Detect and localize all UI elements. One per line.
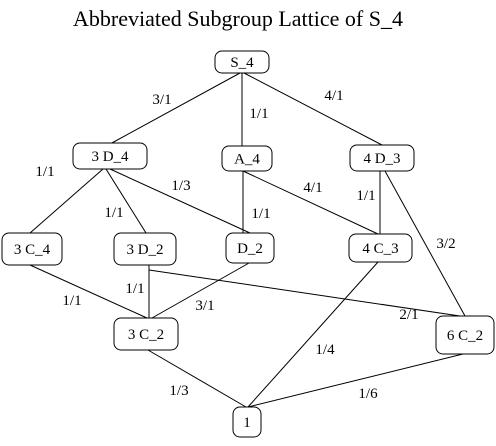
edge-D2a-C2b	[148, 269, 461, 317]
node-label: 3 C_4	[14, 242, 51, 258]
edge-C4-C2a	[29, 264, 148, 319]
node-box	[348, 233, 413, 263]
node-A4: A_4	[221, 145, 273, 172]
node-box	[214, 50, 270, 74]
edge-label-C3-one: 1/4	[315, 342, 335, 358]
edge-label-D2a-C2a: 1/1	[125, 281, 144, 297]
node-C2a: 3 C_2	[113, 317, 179, 351]
edge-layer	[29, 72, 466, 408]
node-layer: S_4 3 D_4 A_4 4 D_3 3 C_4 3 D_2 D_2 4 C_3 3 C_2 6…	[1, 50, 495, 438]
edge-label-D3-C2b: 3/2	[436, 236, 455, 252]
edge-D2b-C2a	[151, 262, 250, 319]
edge-A4-C3	[242, 170, 379, 235]
node-D4: 3 D_4	[72, 142, 148, 170]
edge-C3-one	[247, 261, 379, 408]
edge-D3-C2b	[384, 170, 466, 317]
node-C4: 3 C_4	[1, 232, 63, 266]
edge-label-S4-D4: 3/1	[152, 92, 171, 108]
edge-label-layer: 3/1 1/1 4/1 1/1 1/1 1/3 1/1 4/1 1/1 3/2 1/1 1/1 3/1 2…	[35, 88, 455, 402]
node-D2b: D_2	[225, 232, 275, 264]
node-label: D_2	[237, 241, 263, 257]
edge-label-A4-D2b: 1/1	[251, 206, 270, 222]
edge-label-D4-D2b: 1/3	[171, 178, 190, 194]
node-C3: 4 C_3	[348, 233, 413, 263]
node-label: S_4	[230, 55, 254, 71]
edge-label-D4-C4: 1/1	[35, 164, 54, 180]
edge-S4-D3	[243, 72, 383, 146]
node-box	[232, 406, 262, 438]
node-label: 3 D_2	[126, 242, 163, 258]
node-box	[435, 315, 495, 355]
edge-label-D3-C3: 1/1	[356, 188, 375, 204]
node-box	[113, 232, 177, 266]
edge-label-S4-D3: 4/1	[324, 88, 343, 104]
node-box	[349, 144, 415, 172]
edge-D4-D2a	[105, 168, 147, 234]
node-box	[221, 145, 273, 172]
edge-label-A4-C3: 4/1	[303, 180, 322, 196]
node-label: A_4	[234, 152, 260, 168]
edge-label-C2a-one: 1/3	[169, 383, 188, 399]
edge-label-S4-A4: 1/1	[249, 106, 268, 122]
diagram-title: Abbreviated Subgroup Lattice of S_4	[73, 6, 403, 31]
node-label: 3 C_2	[128, 327, 164, 343]
node-D3: 4 D_3	[349, 144, 415, 172]
edge-D4-D2b	[109, 168, 251, 234]
node-box	[225, 232, 275, 264]
edge-D4-C4	[29, 168, 104, 234]
node-C2b: 6 C_2	[435, 315, 495, 355]
node-label: 6 C_2	[447, 328, 483, 344]
edge-label-D4-D2a: 1/1	[104, 205, 123, 221]
edge-label-C4-C2a: 1/1	[62, 293, 81, 309]
node-D2a: 3 D_2	[113, 232, 177, 266]
edge-S4-D4	[109, 72, 241, 145]
edge-label-C2b-one: 1/6	[358, 386, 378, 402]
node-box	[72, 142, 148, 170]
node-box	[1, 232, 63, 266]
edge-label-D2b-C2a: 3/1	[195, 298, 214, 314]
node-one: 1	[232, 406, 262, 438]
node-label: 4 D_3	[363, 151, 400, 167]
node-box	[113, 317, 179, 351]
edge-C2a-one	[147, 349, 247, 408]
node-label: 4 C_3	[362, 241, 398, 257]
node-S4: S_4	[214, 50, 270, 74]
node-label: 1	[243, 415, 251, 431]
node-label: 3 D_4	[91, 149, 129, 165]
edge-C2b-one	[247, 353, 464, 408]
edge-label-D2a-C2b: 2/1	[399, 307, 418, 323]
